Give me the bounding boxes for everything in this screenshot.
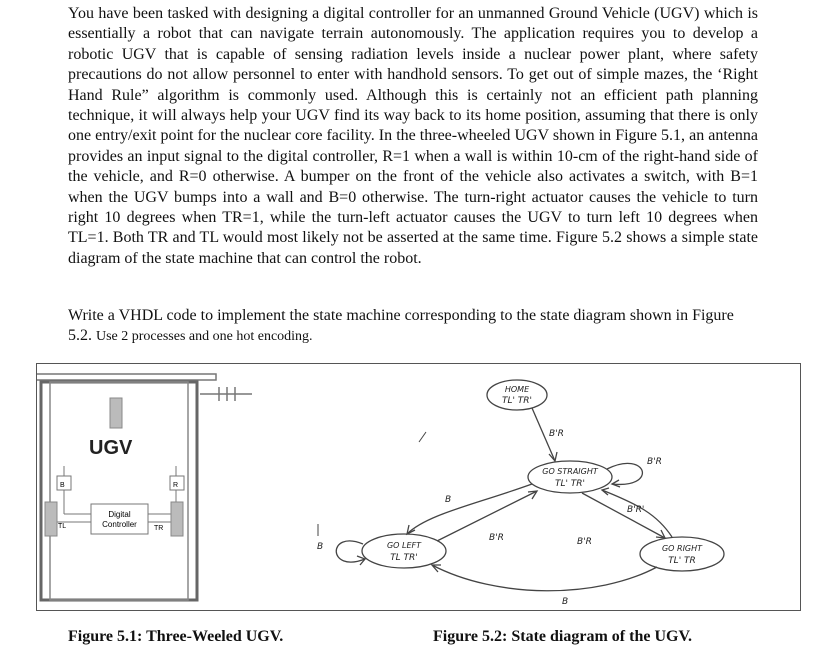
question-text: Write a VHDL code to implement the state… [68,306,758,348]
straight-outputs: TL' TR' [555,479,585,489]
controller-box [90,503,149,535]
controller-label-1: Digital [108,510,130,519]
sensor-b-box [56,475,72,491]
controller-label-2: Controller [102,520,137,529]
edge-straight-right [581,492,666,539]
edge-label-left-self: B [317,542,323,552]
figure1-caption: Figure 5.1: Three-Weeled UGV. [68,628,284,645]
question-note: Use 2 processes and one hot encoding. [96,329,313,345]
ugv-title: UGV [89,437,133,459]
figure-ugv: UGV B R Digital Controller TL TR [37,373,252,602]
edge-right-straight [601,489,673,538]
edge-label-right-straight: B'R [577,537,592,547]
problem-paragraph: You have been tasked with designing a di… [68,5,758,267]
edge-right-left [431,564,658,592]
figure2-caption: Figure 5.2: State diagram of the UGV. [433,628,692,645]
state-home [486,379,548,411]
edge-home-straight [531,407,556,462]
edge-straight-left [406,483,533,535]
edge-label-left-straight: B'R [489,533,504,543]
state-go-left [361,533,447,569]
edge-label-home-straight: B'R [549,429,564,439]
loop-straight [606,462,643,486]
figure-box: UGV B R Digital Controller TL TR [36,363,801,611]
left-wheel [44,501,58,537]
edge-left-straight [436,490,538,542]
right-label: GO RIGHT [662,544,703,553]
label-b: B [60,482,65,489]
sensor-r-box [169,475,185,491]
label-r: R [173,482,178,489]
front-wheel [109,397,123,429]
question-main: Write a VHDL code to implement the state… [68,307,734,345]
home-label: HOME [505,385,530,394]
edge-label-straight-right: B'R' [627,505,644,515]
left-label: GO LEFT [387,541,422,550]
label-tr: TR [154,525,163,532]
label-tl: TL [58,523,66,530]
right-wheel [170,501,184,537]
right-outputs: TL' TR [668,556,696,566]
figure-state-diagram [317,379,725,592]
bumper-bar [37,373,217,381]
straight-label: GO STRAIGHT [542,467,599,476]
home-outputs: TL' TR' [502,396,532,406]
edge-label-right-left: B [562,597,568,607]
figures-svg: UGV B R Digital Controller TL TR [37,373,725,607]
state-diagram-labels: HOME TL' TR' GO STRAIGHT TL' TR' GO LEFT… [317,385,703,607]
edge-label-straight-self: B'R [647,457,662,467]
state-go-straight [527,460,613,494]
edge-label-straight-left: B [445,495,451,505]
state-go-right [639,536,725,572]
left-outputs: TL TR' [390,553,418,563]
ugv-inner-frame [49,381,189,601]
loop-left [335,540,366,563]
